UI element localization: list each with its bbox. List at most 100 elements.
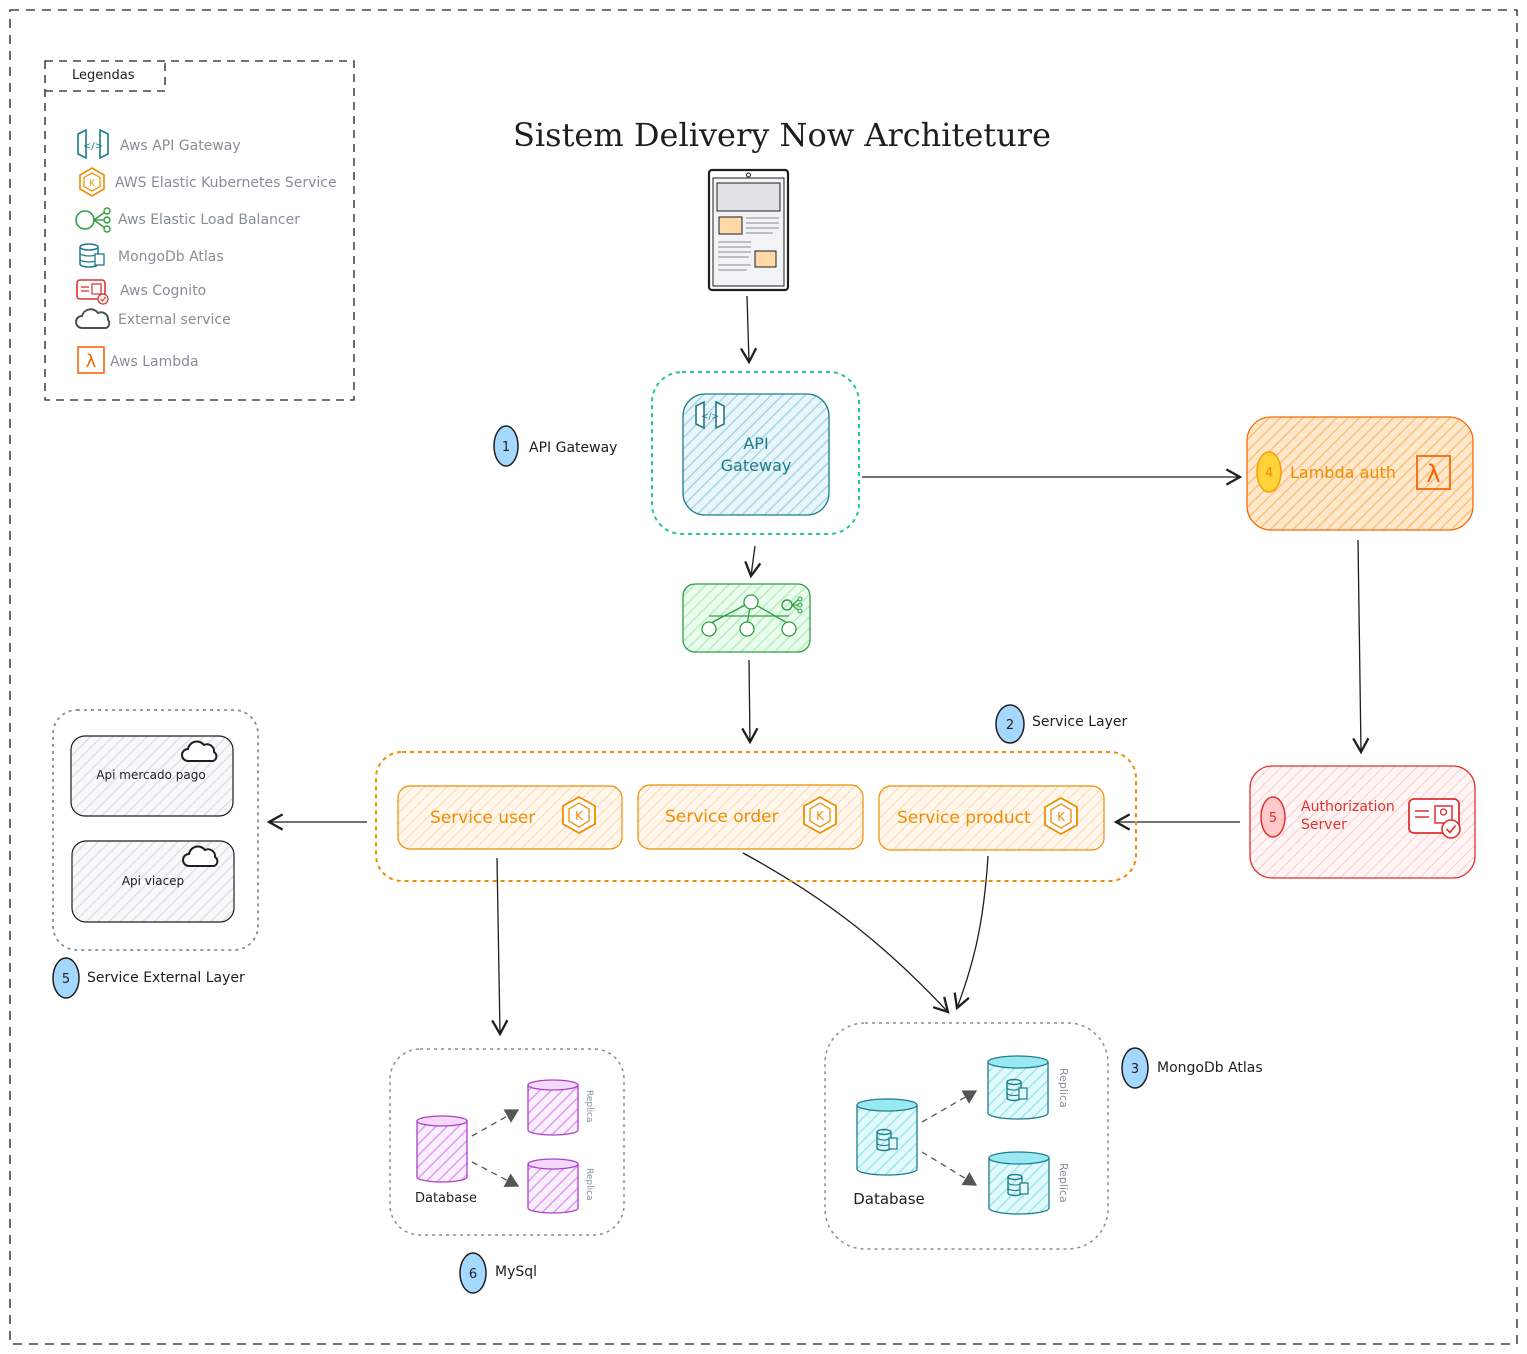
load-balancer-icon <box>781 596 803 614</box>
legend-label: MongoDb Atlas <box>118 249 224 265</box>
database-cylinder-icon <box>988 1158 1050 1215</box>
step-badge <box>995 704 1025 744</box>
database-top <box>988 1151 1050 1165</box>
legend-label: Aws API Gateway <box>120 138 241 154</box>
replica-label: Replica <box>1057 1163 1070 1203</box>
svg-text:λ: λ <box>86 351 97 372</box>
authorization-server-box[interactable] <box>1249 765 1476 879</box>
database-top <box>416 1115 468 1127</box>
mongodb-replica-node[interactable]: Replica <box>987 1055 1070 1120</box>
authorization-server-label: Server <box>1301 817 1347 833</box>
svg-text:</>: </> <box>83 141 103 152</box>
svg-text:</>: </> <box>701 412 719 422</box>
replication-arrow <box>471 1161 520 1188</box>
service-box[interactable] <box>878 785 1105 851</box>
service-label: Service user <box>430 808 535 828</box>
caption-label: Service External Layer <box>87 970 245 986</box>
database-icon <box>1007 1173 1029 1197</box>
service-layer: Service user K Service order K Service p… <box>375 704 1137 882</box>
caption-label: MySql <box>495 1264 537 1280</box>
arrow-order-to-mongodb <box>742 852 950 1014</box>
database-top <box>987 1055 1049 1069</box>
step-badge <box>52 957 80 999</box>
replication-arrow <box>921 1090 978 1123</box>
external-service-node[interactable]: Api mercado pago <box>70 735 234 817</box>
mongodb-cluster: Database Replica Replica <box>824 1022 1263 1250</box>
svg-text:K: K <box>816 809 825 823</box>
service-box[interactable] <box>637 784 864 850</box>
mysql-replica-node[interactable]: Replica <box>527 1158 594 1214</box>
step-badge-number: 4 <box>1265 466 1273 481</box>
cloud-icon <box>182 845 219 867</box>
lambda-auth-box[interactable] <box>1246 416 1474 531</box>
authorization-server-label: Authorization <box>1301 799 1395 815</box>
mongodb-replica-node[interactable]: Replica <box>988 1151 1070 1215</box>
service-label: Service order <box>665 807 779 827</box>
service-product-node[interactable]: Service product K <box>878 785 1105 851</box>
kubernetes-icon: K <box>1044 796 1078 836</box>
mysql-replica-node[interactable]: Replica <box>527 1079 594 1136</box>
caption-label: MongoDb Atlas <box>1157 1060 1263 1076</box>
mysql-frame <box>389 1048 625 1236</box>
service-label: Service product <box>897 808 1031 828</box>
external-service-node[interactable]: Api viacep <box>71 840 235 923</box>
svg-text:K: K <box>1057 810 1066 824</box>
database-top <box>856 1098 918 1112</box>
authorization-server-node[interactable]: 5 Authorization Server <box>1249 765 1476 879</box>
api-gateway-node[interactable]: </> API Gateway <box>651 371 860 535</box>
load-balancer-tree-icon <box>701 594 797 637</box>
load-balancer-node[interactable] <box>682 583 811 653</box>
database-icon <box>876 1128 898 1152</box>
api-gateway-caption: 1 API Gateway <box>493 425 617 467</box>
lambda-auth-label: Lambda auth <box>1290 463 1396 482</box>
database-icon <box>1006 1078 1028 1102</box>
mysql-cluster: Database Replica Replica 6 MySql <box>389 1048 625 1294</box>
lambda-auth-node[interactable]: 4 Lambda auth λ <box>1246 416 1474 531</box>
external-service-label: Api viacep <box>122 874 184 888</box>
mongodb-frame <box>824 1022 1109 1250</box>
cognito-icon <box>1408 798 1461 839</box>
arrow-client-to-gateway <box>740 295 758 365</box>
step-badge-number: 5 <box>1269 811 1277 826</box>
legend: Legendas </> Aws API Gateway K AWS Elast… <box>44 60 355 401</box>
legend-frame <box>44 60 355 401</box>
step-badge <box>493 425 519 467</box>
step-badge <box>1260 796 1286 838</box>
arrow-lambda-to-auth <box>1352 539 1370 755</box>
database-top <box>527 1079 579 1091</box>
step-badge <box>1256 451 1282 493</box>
mysql-database-node[interactable]: Database <box>415 1115 477 1206</box>
api-gateway-frame <box>651 371 860 535</box>
arrow-balancer-to-services <box>741 659 759 745</box>
step-badge <box>459 1252 487 1294</box>
database-label: Database <box>415 1191 477 1206</box>
step-badge-number: 5 <box>62 972 70 987</box>
api-gateway-label: API <box>743 434 768 453</box>
arrow-gateway-to-balancer <box>744 545 762 579</box>
legend-label: External service <box>118 312 231 328</box>
legend-tab <box>45 61 166 92</box>
replication-arrow <box>471 1109 520 1137</box>
load-balancer-box[interactable] <box>682 583 811 653</box>
step-badge-number: 6 <box>469 1267 477 1282</box>
replica-label: Replica <box>1057 1068 1070 1108</box>
step-badge-number: 1 <box>502 440 510 455</box>
database-top <box>527 1158 579 1170</box>
api-gateway-icon: </> <box>695 400 725 430</box>
replication-arrow <box>921 1151 978 1186</box>
service-order-node[interactable]: Service order K <box>637 784 864 850</box>
arrow-product-to-mongodb <box>953 855 989 1011</box>
database-cylinder-icon <box>527 1085 579 1136</box>
lambda-icon: λ <box>77 346 105 374</box>
external-layer-frame <box>52 709 259 951</box>
mongodb-database-node[interactable]: Database <box>853 1098 925 1208</box>
kubernetes-icon: K <box>79 167 105 197</box>
kubernetes-icon: K <box>803 795 837 835</box>
legend-label: Aws Lambda <box>110 354 199 370</box>
connectors <box>266 295 1370 1037</box>
service-user-node[interactable]: Service user K <box>397 785 623 850</box>
api-gateway-label: Gateway <box>721 456 792 475</box>
step-badge <box>1121 1047 1149 1089</box>
service-box[interactable] <box>397 785 623 850</box>
database-cylinder-icon <box>987 1062 1049 1120</box>
